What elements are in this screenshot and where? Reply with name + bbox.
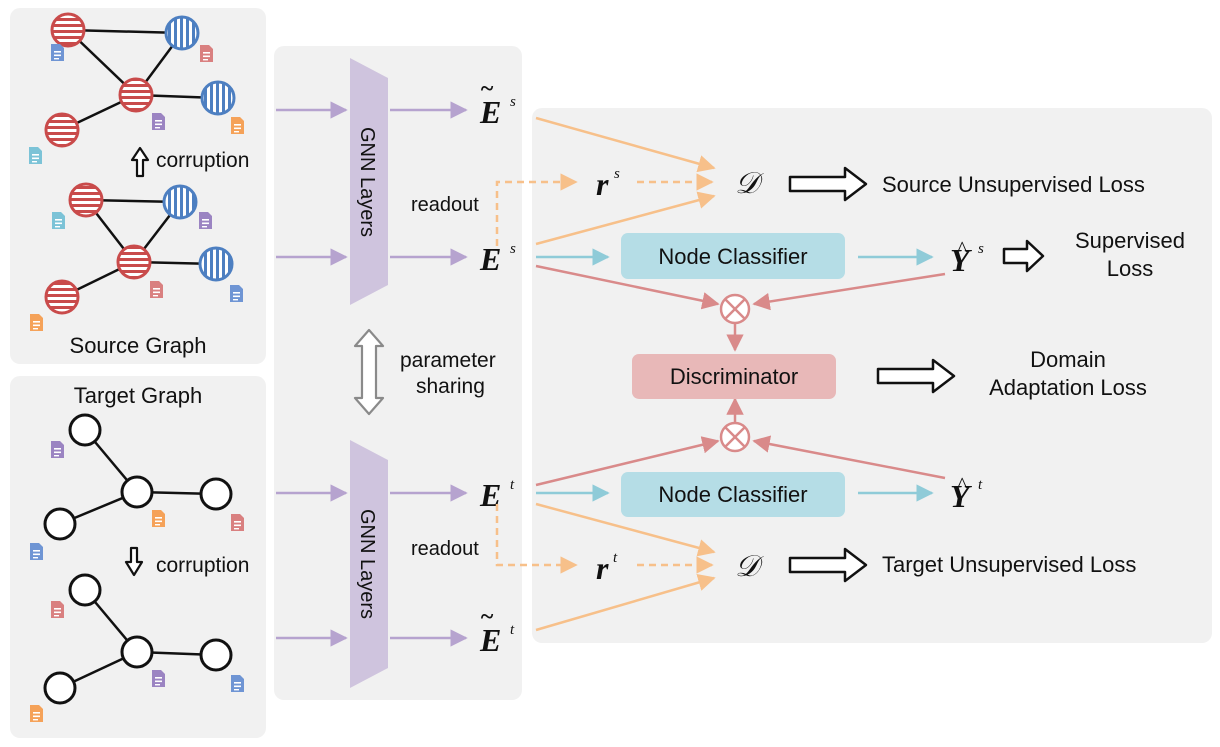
svg-text:Y: Y	[950, 242, 972, 278]
node-classifier-top-label: Node Classifier	[658, 244, 807, 269]
supervised-loss-line2: Loss	[1107, 256, 1153, 281]
svg-text:^: ^	[957, 236, 968, 261]
symbol-E-tilde-s: ~ E s	[479, 76, 516, 130]
discriminator-label: Discriminator	[670, 364, 798, 389]
symbol-r-s: r s	[596, 166, 620, 202]
gnn-panel	[274, 46, 522, 700]
source-corruption-label: corruption	[156, 149, 249, 172]
loss-arrows	[788, 166, 1045, 583]
parameter-sharing-arrow-icon	[353, 328, 385, 416]
gnn-layers-top	[350, 58, 388, 305]
corruption-up-arrow-icon	[130, 146, 150, 178]
node-classifier-bottom-label: Node Classifier	[658, 482, 807, 507]
svg-text:~: ~	[480, 76, 494, 102]
node-classifier-bottom	[621, 472, 845, 517]
gnn-layers-top-label: GNN Layers	[356, 127, 378, 237]
source-graph-nodes	[44, 182, 234, 315]
otimes-top-icon	[719, 293, 751, 325]
target-unsupervised-loss-label: Target Unsupervised Loss	[882, 552, 1136, 577]
gnn-output-arrows	[390, 101, 468, 647]
discriminator-box	[632, 354, 836, 399]
source-graph-title: Source Graph	[70, 333, 207, 358]
svg-text:E: E	[479, 241, 501, 277]
svg-text:~: ~	[480, 604, 494, 630]
svg-text:s: s	[510, 94, 516, 110]
target-corruption-label: corruption	[156, 554, 249, 577]
target-corrupted-nodes	[43, 573, 233, 705]
symbol-r-t: r t	[596, 550, 618, 586]
svg-text:s: s	[614, 166, 620, 182]
domain-arrow-icon	[876, 358, 956, 394]
classifier-arrows	[536, 248, 934, 502]
svg-text:s: s	[978, 241, 984, 257]
target-graph-title: Target Graph	[74, 383, 202, 408]
parameter-sharing-line1: parameter	[400, 349, 496, 372]
gnn-layers-bottom-label: GNN Layers	[356, 509, 378, 619]
svg-text:s: s	[510, 241, 516, 257]
symbol-E-tilde-t: ~ E t	[479, 604, 515, 658]
discriminator-D-input-arrows	[535, 116, 716, 632]
svg-text:^: ^	[957, 472, 968, 497]
domain-loss-line2: Adaptation Loss	[989, 375, 1147, 400]
target-graph-nodes	[43, 413, 233, 541]
svg-text:t: t	[978, 477, 983, 493]
corruption-down-arrow-icon	[124, 546, 144, 577]
parameter-sharing-line2: sharing	[416, 375, 485, 398]
svg-text:r: r	[596, 550, 609, 586]
domain-loss-line1: Domain	[1030, 347, 1106, 372]
svg-text:E: E	[479, 622, 501, 658]
target-unsup-arrow-icon	[788, 547, 868, 583]
svg-text:r: r	[596, 166, 609, 202]
otimes-bottom-icon	[719, 421, 751, 453]
symbol-Y-hat-s: ^ Y s	[950, 236, 984, 278]
domain-arrows	[535, 264, 946, 487]
source-unsupervised-loss-label: Source Unsupervised Loss	[882, 172, 1145, 197]
source-corrupted-nodes	[44, 12, 236, 148]
readout-label-bottom: readout	[411, 538, 479, 560]
svg-text:Y: Y	[950, 478, 972, 514]
svg-text:t: t	[510, 622, 515, 638]
symbol-E-s: E s	[479, 241, 516, 277]
readout-label-top: readout	[411, 194, 479, 216]
node-classifier-top	[621, 233, 845, 279]
gnn-layers-bottom	[350, 440, 388, 688]
svg-text:t: t	[613, 550, 618, 566]
gnn-input-arrows	[276, 101, 348, 647]
source-graph-panel	[10, 8, 266, 364]
readout-arrows	[495, 173, 714, 574]
svg-text:t: t	[510, 477, 515, 493]
supervised-loss-line1: Supervised	[1075, 228, 1185, 253]
svg-text:E: E	[479, 94, 501, 130]
symbol-Y-hat-t: ^ Y t	[950, 472, 983, 514]
supervised-arrow-icon	[1002, 239, 1045, 273]
source-unsup-arrow-icon	[788, 166, 868, 202]
